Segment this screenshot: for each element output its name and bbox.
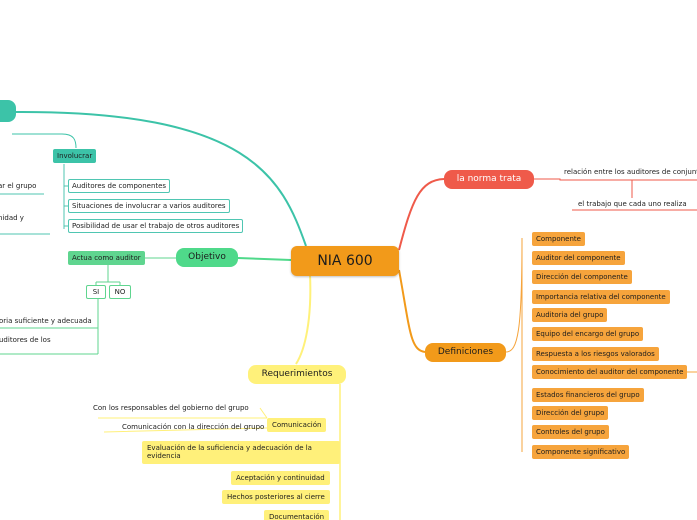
central-topic[interactable]: NIA 600 [291, 246, 399, 276]
req-item-hechos-posteriores[interactable]: Hechos posteriores al cierre [222, 490, 330, 505]
involucrar-item-situaciones[interactable]: Situaciones de involucrar a varios audit… [68, 199, 230, 214]
norma-item-trabajo[interactable]: el trabajo que cada uno realiza [578, 200, 687, 208]
involucrar-item-auditores[interactable]: Auditores de componentes [68, 179, 171, 194]
req-item-aceptacion[interactable]: Aceptación y continuidad [231, 471, 330, 486]
def-item-conocimiento-auditor[interactable]: Conocimiento del auditor del componente [532, 365, 688, 380]
option-no[interactable]: NO [109, 285, 131, 300]
def-item-auditoria-grupo[interactable]: Auditoria del grupo [532, 308, 608, 323]
req-item-evaluacion-evidencia[interactable]: Evaluación de la suficiencia y adecuació… [142, 441, 340, 464]
def-item-direccion-componente[interactable]: Dirección del componente [532, 270, 632, 285]
def-item-importancia-relativa[interactable]: Importancia relativa del componente [532, 290, 670, 305]
fragment-ar-el-grupo[interactable]: ar el grupo [0, 182, 37, 190]
option-si[interactable]: SI [86, 285, 106, 300]
fragment-nidad-y[interactable]: nidad y [0, 214, 24, 222]
req-item-comunicacion[interactable]: Comunicación [267, 418, 327, 433]
comunicacion-item-direccion[interactable]: Comunicación con la dirección del grupo [122, 423, 265, 431]
def-item-equipo-encargo[interactable]: Equipo del encargo del grupo [532, 327, 644, 342]
involucrar-node[interactable]: Involucrar [53, 149, 97, 164]
fragment-auditores-de-los[interactable]: uditores de los [0, 336, 51, 344]
requerimientos-topic[interactable]: Requerimientos [248, 365, 346, 384]
req-item-documentacion[interactable]: Documentación [264, 510, 330, 520]
def-item-respuesta-riesgos[interactable]: Respuesta a los riesgos valorados [532, 347, 659, 362]
def-item-direccion-grupo[interactable]: Dirección del grupo [532, 406, 609, 421]
def-item-estados-financieros[interactable]: Estados financieros del grupo [532, 388, 644, 403]
definiciones-topic[interactable]: Definiciones [425, 343, 506, 362]
involucrar-item-posibilidad[interactable]: Posibilidad de usar el trabajo de otros … [68, 219, 244, 234]
teal-topic-node[interactable] [0, 100, 16, 122]
def-item-componente[interactable]: Componente [532, 232, 585, 247]
def-item-auditor-componente[interactable]: Auditor del componente [532, 251, 625, 266]
objetivo-topic[interactable]: Objetivo [176, 248, 238, 267]
comunicacion-item-gobierno[interactable]: Con los responsables del gobierno del gr… [93, 404, 249, 412]
la-norma-trata-topic[interactable]: la norma trata [444, 170, 534, 189]
def-item-componente-significativo[interactable]: Componente significativo [532, 445, 630, 460]
def-item-controles-grupo[interactable]: Controles del grupo [532, 425, 609, 440]
norma-item-relacion[interactable]: relación entre los auditores de conjunto [564, 168, 697, 176]
fragment-suficiente-adecuada[interactable]: oria suficiente y adecuada [0, 317, 92, 325]
actua-como-auditor-node[interactable]: Actua como auditor [68, 251, 145, 266]
